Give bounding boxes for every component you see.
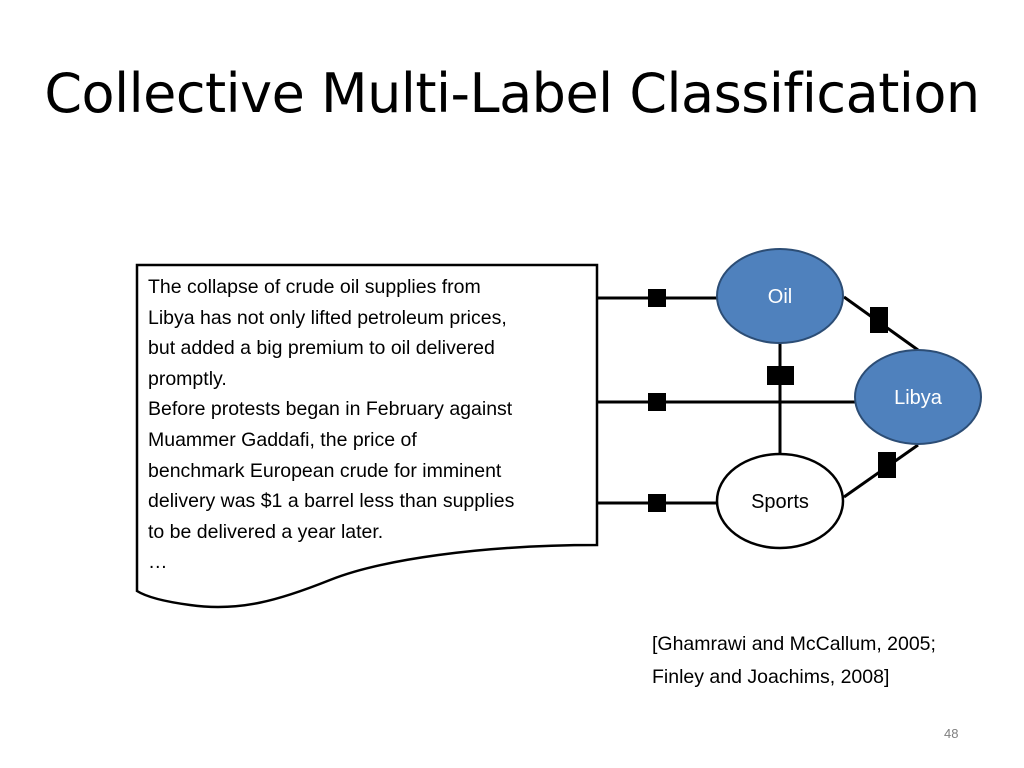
document-line: delivery was $1 a barrel less than suppl…	[148, 490, 515, 513]
slide-title: Collective Multi-Label Classification	[44, 62, 980, 125]
node-oil-label: Oil	[768, 286, 792, 308]
document-line: The collapse of crude oil supplies from	[148, 276, 481, 298]
factor-sports-libya	[878, 452, 896, 478]
document-shape	[135, 263, 599, 609]
document-text: The collapse of crude oil supplies from …	[148, 272, 593, 578]
document-line: promptly.	[148, 367, 227, 390]
factor-doc-oil	[648, 289, 666, 307]
factor-oil-sports	[767, 366, 794, 385]
node-libya-label: Libya	[894, 387, 943, 409]
factor-oil-libya	[870, 307, 888, 333]
citation-line: Finley and Joachims, 2008]	[652, 666, 890, 688]
document-line: benchmark European crude for imminent	[148, 459, 502, 482]
document-line: Before protests began in February agains…	[148, 398, 513, 421]
document-line: but added a big premium to oil delivered	[148, 337, 495, 360]
document-line: …	[148, 551, 168, 574]
factor-doc-libya	[648, 393, 666, 411]
factor-doc-sports	[648, 494, 666, 512]
node-libya: Libya	[854, 349, 982, 445]
document-line: Muammer Gaddafi, the price of	[148, 428, 417, 451]
document-line: Libya has not only lifted petroleum pric…	[148, 306, 507, 329]
node-sports: Sports	[715, 452, 845, 550]
page-number: 48	[944, 726, 959, 741]
node-sports-label: Sports	[751, 491, 809, 513]
citation: [Ghamrawi and McCallum, 2005; Finley and…	[652, 628, 936, 694]
citation-line: [Ghamrawi and McCallum, 2005;	[652, 633, 936, 655]
node-oil: Oil	[716, 248, 844, 344]
document-line: to be delivered a year later.	[148, 520, 384, 543]
